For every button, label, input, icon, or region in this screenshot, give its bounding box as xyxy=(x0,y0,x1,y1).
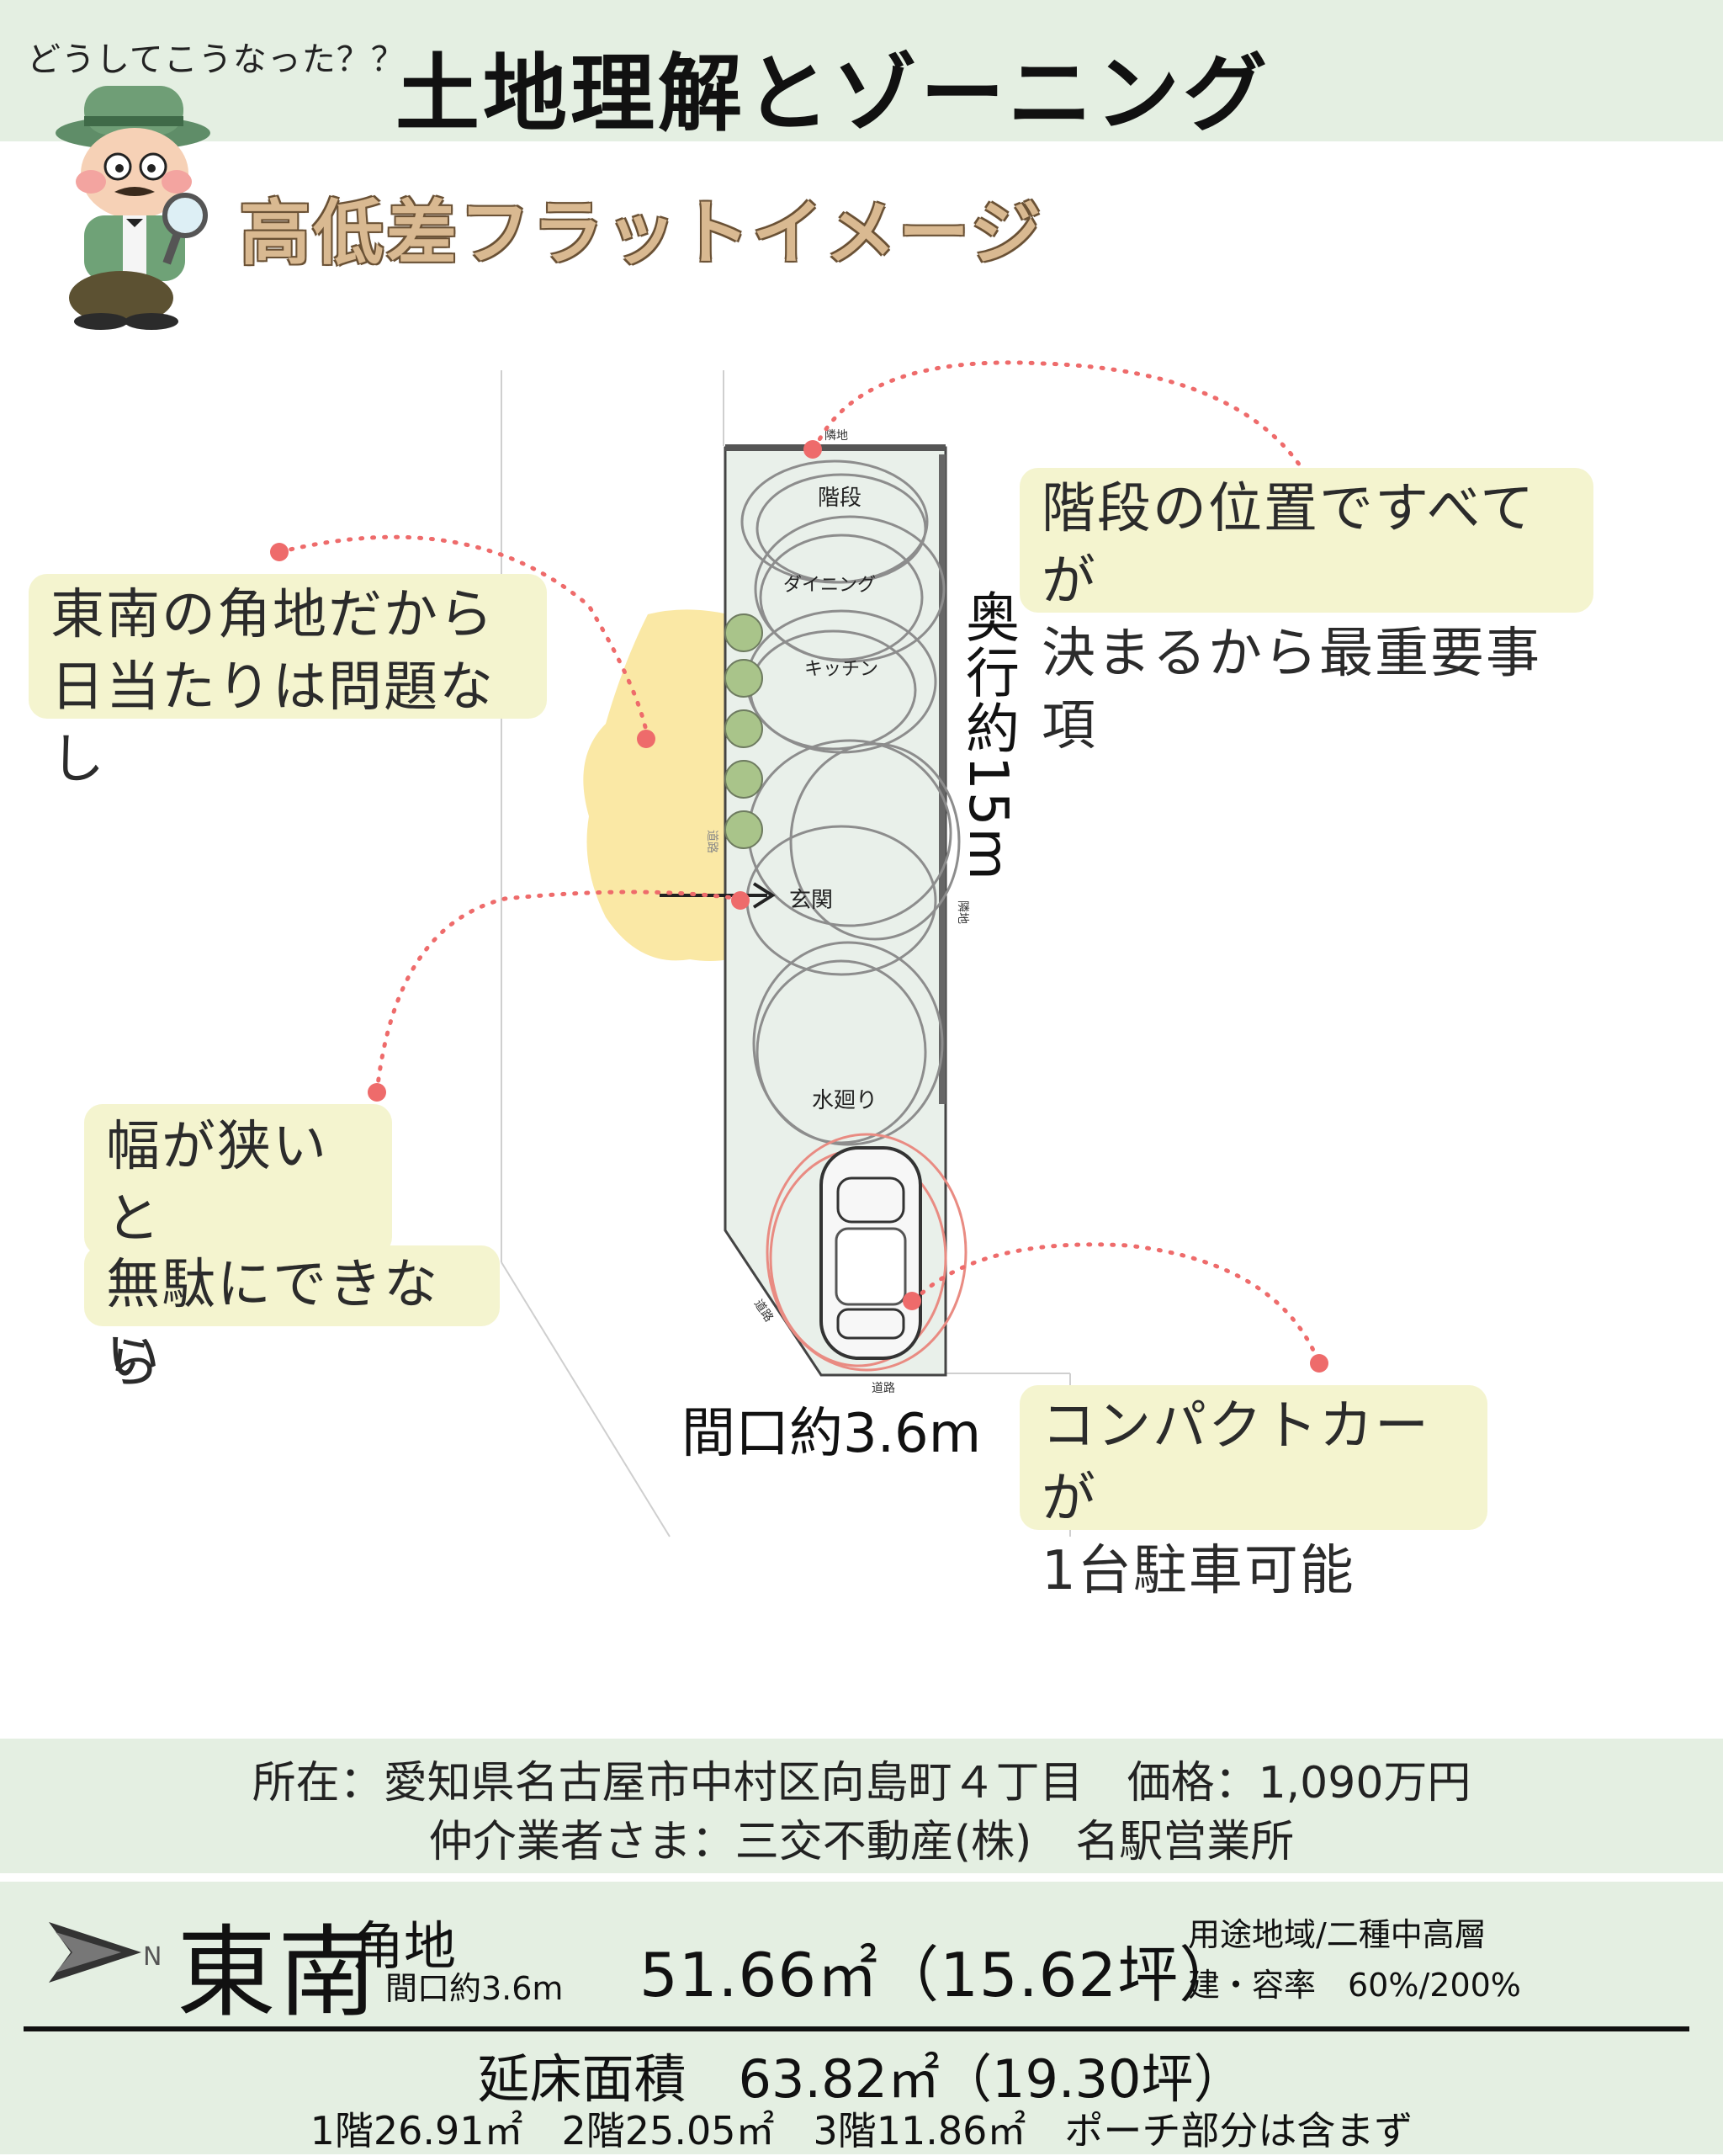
detective-mascot-illustration xyxy=(56,86,210,330)
room-label-utility: 水廻り xyxy=(812,1088,877,1113)
coverage-ratio: 建・容率 60%/200% xyxy=(1188,1967,1521,2004)
north-arrow-icon xyxy=(49,1922,141,1983)
orientation: 東南 xyxy=(177,1914,379,2031)
floor-area-breakdown: 1階26.91㎡ 2階25.05㎡ 3階11.86㎡ ポーチ部分は含まず xyxy=(310,2108,1413,2153)
header-band xyxy=(0,0,1723,141)
room-label-stairs: 階段 xyxy=(818,486,862,511)
callout-line: 幅が狭いと xyxy=(106,1116,328,1251)
road-label-bottom: 道路 xyxy=(872,1382,895,1395)
callout-narrow-tail: 無駄にできない xyxy=(84,1245,500,1389)
callout-line: 決まるから最重要事項 xyxy=(1042,623,1541,757)
callout-narrow: 幅が狭いと ホールすら xyxy=(84,1104,392,1395)
frontage-small: 間口約3.6m xyxy=(385,1970,564,2007)
room-label-dining: ダイニング xyxy=(783,575,876,596)
car-icon xyxy=(819,1146,922,1360)
callout-line: 階段の位置ですべてが xyxy=(1042,478,1535,613)
callout-line: 東南の角地だから xyxy=(50,584,495,646)
tree-icon xyxy=(724,613,763,652)
frontage-dimension: 間口約3.6m xyxy=(681,1403,982,1465)
tree-icon xyxy=(724,709,763,748)
site-area: 51.66㎡（15.62坪） xyxy=(639,1940,1241,2010)
header-question: どうしてこうなった？？ xyxy=(27,40,406,79)
corner-lot: 角地 xyxy=(352,1915,457,1977)
callout-line: 無駄にできない xyxy=(106,1254,439,1389)
leader-dots xyxy=(270,440,1328,1373)
road-label-left: 道路 xyxy=(705,830,718,853)
neighbor-label-right: 隣地 xyxy=(956,900,969,924)
room-label-entrance: 玄関 xyxy=(789,888,833,913)
callout-sunlight: 東南の角地だから 日当たりは問題なし xyxy=(29,574,547,791)
north-mark: N xyxy=(143,1942,162,1972)
site-plan-diagram: 階段 ダイニング キッチン 玄関 水廻り 隣地 道路 隣地 道路 道路 xyxy=(270,360,1328,1537)
tree-row xyxy=(724,613,763,849)
road-edge-line xyxy=(501,1261,671,1537)
callout-line: 1台駐車可能 xyxy=(1042,1540,1355,1602)
total-floor-area: 延床面積 63.82㎡（19.30坪） xyxy=(477,2048,1246,2110)
arrow-head-icon xyxy=(752,882,776,909)
summary-divider xyxy=(24,2026,1689,2031)
leader-lines xyxy=(277,360,1322,1366)
section-subtitle: 高低差フラットイメージ xyxy=(240,192,1044,274)
callout-car: コンパクトカーが 1台駐車可能 xyxy=(1020,1385,1487,1602)
tree-icon xyxy=(724,810,763,849)
tree-icon xyxy=(724,659,763,698)
page-title: 土地理解とゾーニング xyxy=(395,45,1270,143)
depth-dimension: 奥行約15m xyxy=(957,589,1019,882)
callout-line: コンパクトカーが xyxy=(1042,1395,1430,1530)
callout-line: 日当たりは問題なし xyxy=(50,656,495,791)
room-label-kitchen: キッチン xyxy=(804,659,878,680)
neighbor-label-top: 隣地 xyxy=(824,429,848,443)
property-info-band xyxy=(0,1739,1723,1873)
callout-stairs: 階段の位置ですべてが 決まるから最重要事項 xyxy=(1020,468,1593,757)
zoning-use: 用途地域/二種中高層 xyxy=(1188,1916,1487,1953)
property-broker: 仲介業者さま：三交不動産(株) 名駅営業所 xyxy=(428,1817,1295,1867)
property-location-price: 所在：愛知県名古屋市中村区向島町４丁目 価格：1,090万円 xyxy=(252,1758,1471,1808)
tree-icon xyxy=(724,760,763,799)
summary-band xyxy=(0,1882,1723,2154)
